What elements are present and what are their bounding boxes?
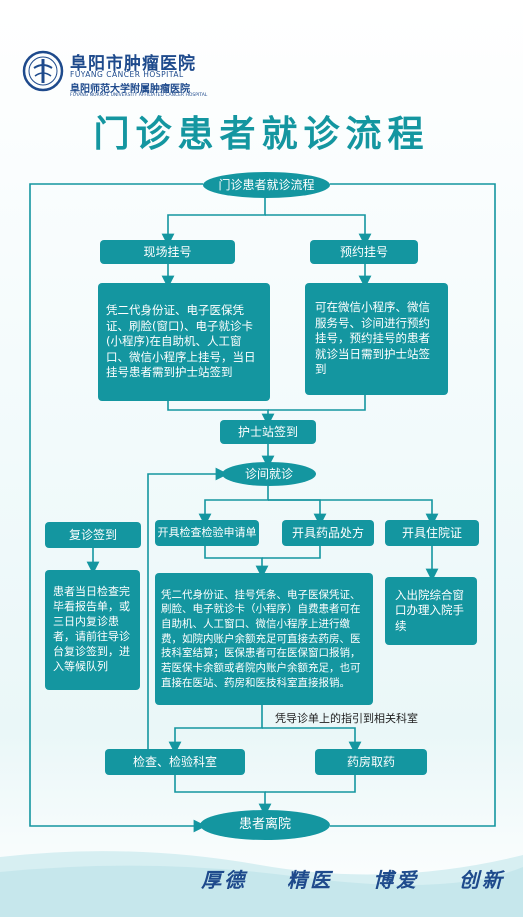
revisit-desc-node: 患者当日检查完毕看报告单，或三日内复诊患者，请前往导诊台复诊签到，进入等候队列 — [45, 570, 140, 690]
revisit-checkin-node: 复诊签到 — [45, 522, 141, 548]
hospital-name-cn: 阜阳市肿瘤医院 — [70, 54, 196, 74]
appointment-desc-node: 可在微信小程序、微信服务号、诊间进行预约挂号，预约挂号的患者就诊当日需到护士站签… — [305, 283, 448, 395]
guide-note: 凭导诊单上的指引到相关科室 — [275, 712, 418, 725]
page-title: 门诊患者就诊流程 — [93, 113, 430, 155]
nurse-checkin-node: 护士站签到 — [220, 420, 316, 444]
consultation-node: 诊间就诊 — [222, 462, 316, 486]
hospital-name-en: FUYANG CANCER HOSPITAL — [70, 70, 184, 79]
affiliate-name-en: FUYANG NORMAL UNIVERSITY AFFILIATED CANC… — [70, 93, 208, 98]
admission-desc-node: 入出院综合窗口办理入院手续 — [385, 577, 477, 645]
payment-desc-node: 凭二代身份证、挂号凭条、电子医保凭证、刷脸、电子就诊卡（小程序）自费患者可在自助… — [155, 573, 373, 705]
admission-node: 开具住院证 — [385, 520, 479, 546]
start-node: 门诊患者就诊流程 — [203, 172, 330, 198]
leave-node: 患者离院 — [200, 810, 330, 840]
affiliate-name-cn: 阜阳师范大学附属肿瘤医院 — [70, 84, 190, 95]
appointment-register-node: 预约挂号 — [310, 240, 418, 264]
exam-request-node: 开具检查检验申请单 — [155, 520, 259, 546]
prescription-node: 开具药品处方 — [282, 520, 374, 546]
onsite-desc-node: 凭二代身份证、电子医保凭证、刷脸(窗口)、电子就诊卡(小程序)在自助机、人工窗口… — [98, 283, 270, 401]
hospital-logo-icon — [22, 50, 64, 92]
slogan: 厚德 精医 博爱 创新 — [201, 868, 505, 892]
pharmacy-node: 药房取药 — [315, 749, 427, 775]
onsite-register-node: 现场挂号 — [100, 240, 235, 264]
bottom-wave-decoration — [0, 851, 523, 917]
exam-dept-node: 检查、检验科室 — [105, 749, 245, 775]
